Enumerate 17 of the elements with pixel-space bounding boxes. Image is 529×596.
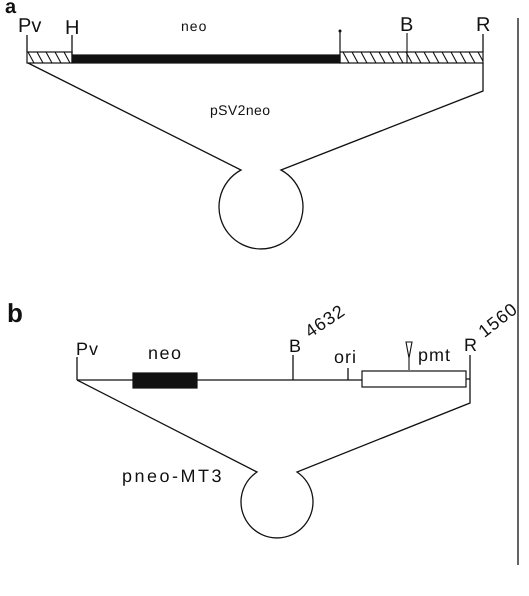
- feature-label: ori: [334, 348, 358, 366]
- gene-label: neo: [181, 19, 208, 33]
- site-label: R: [464, 336, 477, 354]
- site-label: B: [400, 15, 414, 35]
- plasmid-name: pneo-MT3: [122, 467, 224, 485]
- site-label: R: [476, 15, 490, 35]
- position-number: 4632: [302, 301, 348, 341]
- site-label: Pv: [18, 16, 42, 36]
- site-label: Pv: [76, 340, 100, 358]
- site-label: B: [289, 337, 302, 355]
- gene-label: neo: [148, 344, 183, 362]
- open-segment: [361, 370, 467, 388]
- panel-letter: a: [5, 0, 16, 14]
- site-label: H: [65, 18, 80, 38]
- plasmid-name: pSV2neo: [210, 103, 270, 117]
- panel-letter: b: [7, 300, 23, 326]
- feature-label: pmt: [418, 346, 452, 364]
